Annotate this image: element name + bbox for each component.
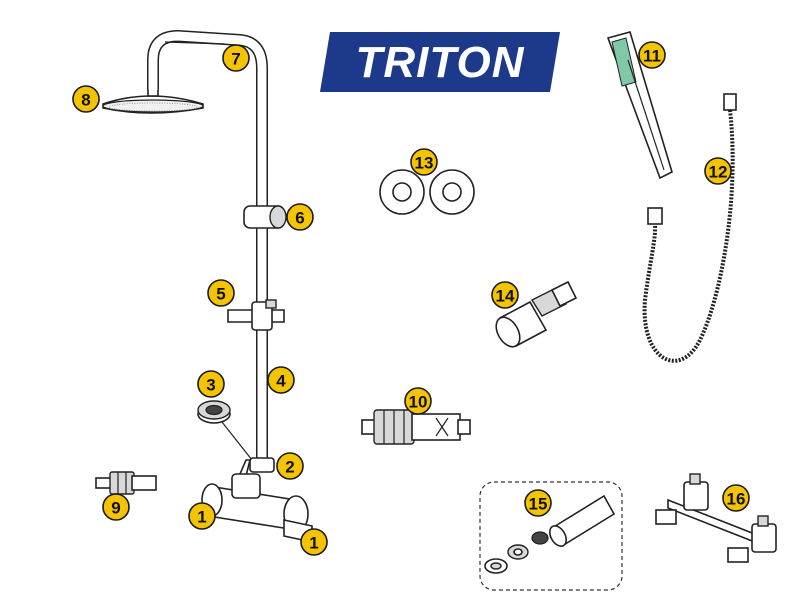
part-slider-bracket[interactable] xyxy=(243,205,287,229)
callout-number: 11 xyxy=(643,47,661,66)
callout-badge xyxy=(638,41,666,69)
part-valve-body[interactable] xyxy=(201,473,313,543)
callout-number: 5 xyxy=(216,285,225,304)
callout-flow-cartridge[interactable]: 9 xyxy=(102,493,130,521)
callout-badge xyxy=(222,44,250,72)
callout-handset-holder[interactable]: 5 xyxy=(207,279,235,307)
logo-background xyxy=(320,32,560,92)
callout-number: 15 xyxy=(529,495,548,514)
callout-badge xyxy=(207,279,235,307)
callout-badge xyxy=(286,203,314,231)
part-thermostatic-cartridge[interactable] xyxy=(361,409,471,445)
callout-badge xyxy=(404,387,432,415)
callout-number: 1 xyxy=(197,508,206,527)
part-seal-washer[interactable] xyxy=(197,400,253,461)
callout-number: 16 xyxy=(727,490,746,509)
triton-logo: TRITON xyxy=(320,32,560,92)
callout-handset[interactable]: 11 xyxy=(638,41,666,69)
callout-shower-head[interactable]: 8 xyxy=(72,85,100,113)
part-handset[interactable] xyxy=(606,31,673,180)
callout-thermostatic-cartridge[interactable]: 10 xyxy=(404,387,432,415)
callout-control-knob-right[interactable]: 1 xyxy=(300,528,328,556)
callout-badge xyxy=(276,452,304,480)
callout-number: 14 xyxy=(496,287,515,306)
callout-seal-washer[interactable]: 3 xyxy=(197,370,225,398)
callout-badge xyxy=(704,157,732,185)
callout-wall-adaptor[interactable]: 14 xyxy=(491,281,519,309)
callout-number: 1 xyxy=(309,534,318,553)
part-handset-holder[interactable] xyxy=(227,299,285,331)
part-wall-covers[interactable] xyxy=(379,169,475,215)
callout-number: 4 xyxy=(276,372,286,391)
callout-badge xyxy=(524,489,552,517)
callout-slider-bracket[interactable]: 6 xyxy=(286,203,314,231)
callout-badge xyxy=(410,148,438,176)
callout-control-knob-left[interactable]: 1 xyxy=(188,502,216,530)
callout-number: 6 xyxy=(295,209,304,228)
part-shower-hose[interactable] xyxy=(642,93,737,363)
callout-badge xyxy=(197,370,225,398)
callout-badge xyxy=(72,85,100,113)
callout-badge xyxy=(491,281,519,309)
part-shower-head[interactable] xyxy=(102,85,204,114)
callout-wall-bracket-kit[interactable]: 16 xyxy=(722,484,750,512)
callout-shower-arm[interactable]: 7 xyxy=(222,44,250,72)
callout-number: 10 xyxy=(409,393,428,412)
callout-number: 7 xyxy=(231,50,240,69)
part-extension-kit[interactable] xyxy=(479,481,623,591)
callout-number: 13 xyxy=(415,154,434,173)
part-flow-cartridge[interactable] xyxy=(95,471,157,495)
callout-number: 8 xyxy=(81,91,90,110)
callout-diverter-knob[interactable]: 2 xyxy=(276,452,304,480)
callout-number: 3 xyxy=(206,376,215,395)
callout-number: 12 xyxy=(709,163,728,182)
callout-number: 2 xyxy=(285,458,294,477)
logo-text: TRITON xyxy=(356,38,525,87)
part-diverter[interactable] xyxy=(238,457,275,478)
callout-badge xyxy=(267,366,295,394)
callout-riser-rail[interactable]: 4 xyxy=(267,366,295,394)
callout-shower-hose[interactable]: 12 xyxy=(704,157,732,185)
callout-badge xyxy=(300,528,328,556)
part-wall-bracket-kit[interactable] xyxy=(655,473,777,563)
part-riser-rail[interactable] xyxy=(147,30,268,470)
callout-badge xyxy=(722,484,750,512)
callout-badge xyxy=(102,493,130,521)
callout-wall-covers[interactable]: 13 xyxy=(410,148,438,176)
callout-number: 9 xyxy=(111,499,120,518)
callout-extension-kit[interactable]: 15 xyxy=(524,489,552,517)
part-wall-adaptor[interactable] xyxy=(491,280,578,351)
callout-badge xyxy=(188,502,216,530)
